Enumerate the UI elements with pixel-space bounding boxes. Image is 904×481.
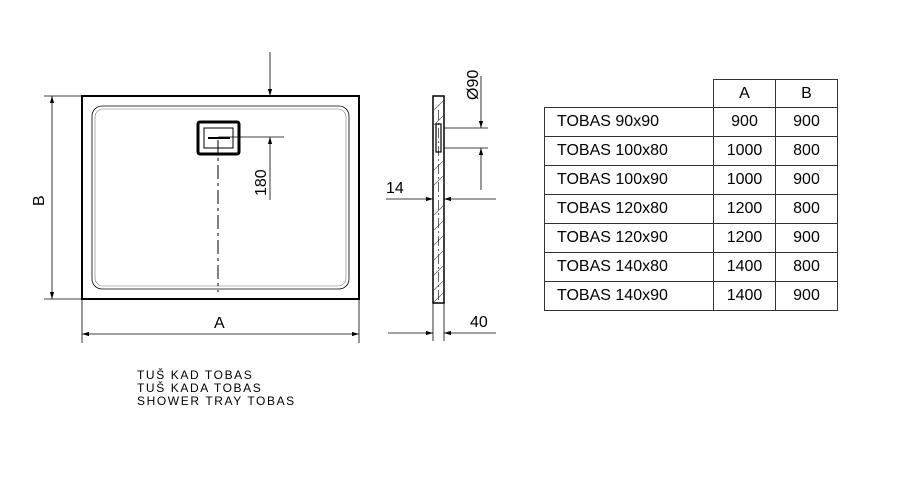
dim-label-diameter: Ø90 xyxy=(465,70,482,100)
tray-outline xyxy=(81,95,360,300)
tray-section xyxy=(432,95,445,304)
value-b-cell: 900 xyxy=(775,165,838,195)
table-row: TOBAS 140x80 1400 800 xyxy=(544,252,838,282)
model-cell: TOBAS 140x80 xyxy=(544,252,714,282)
table-corner xyxy=(545,80,714,108)
value-a-cell: 900 xyxy=(713,107,776,137)
dimensions-table: A B TOBAS 90x90 900 900 TOBAS 100x80 100… xyxy=(544,79,838,311)
value-a-cell: 1400 xyxy=(713,281,776,311)
dim-label-180: 180 xyxy=(253,169,270,196)
table-row: TOBAS 90x90 900 900 xyxy=(544,107,838,137)
dim-label-a: A xyxy=(214,315,225,332)
table-row: TOBAS 120x90 1200 900 xyxy=(544,223,838,253)
column-header-a: A xyxy=(713,79,776,108)
value-b-cell: 900 xyxy=(775,107,838,137)
model-cell: TOBAS 120x90 xyxy=(544,223,714,253)
caption: TUŠ KAD TOBAS TUŠ KADA TOBAS SHOWER TRAY… xyxy=(137,369,296,408)
table-header-row: A B xyxy=(545,79,838,108)
value-a-cell: 1400 xyxy=(713,252,776,282)
dim-label-14: 14 xyxy=(386,180,404,197)
table-row: TOBAS 120x80 1200 800 xyxy=(544,194,838,224)
plan-view: 180 B A xyxy=(31,52,360,343)
tray-inner-rim xyxy=(91,105,350,290)
value-a-cell: 1000 xyxy=(713,136,776,166)
value-b-cell: 800 xyxy=(775,194,838,224)
table-row: TOBAS 140x90 1400 900 xyxy=(544,281,838,311)
dim-label-b: B xyxy=(31,195,48,206)
model-cell: TOBAS 90x90 xyxy=(544,107,714,137)
value-a-cell: 1200 xyxy=(713,194,776,224)
value-a-cell: 1000 xyxy=(713,165,776,195)
caption-line: TUŠ KAD TOBAS xyxy=(137,368,254,382)
value-b-cell: 900 xyxy=(775,223,838,253)
value-b-cell: 800 xyxy=(775,136,838,166)
table-row: TOBAS 100x90 1000 900 xyxy=(544,165,838,195)
caption-line: TUŠ KADA TOBAS xyxy=(137,381,263,395)
model-cell: TOBAS 120x80 xyxy=(544,194,714,224)
caption-line: SHOWER TRAY TOBAS xyxy=(137,394,296,408)
side-view: Ø90 14 40 xyxy=(386,70,496,341)
model-cell: TOBAS 140x90 xyxy=(544,281,714,311)
model-cell: TOBAS 100x90 xyxy=(544,165,714,195)
dim-label-40: 40 xyxy=(470,314,488,331)
column-header-b: B xyxy=(775,79,838,108)
value-a-cell: 1200 xyxy=(713,223,776,253)
model-cell: TOBAS 100x80 xyxy=(544,136,714,166)
table-row: TOBAS 100x80 1000 800 xyxy=(544,136,838,166)
value-b-cell: 900 xyxy=(775,281,838,311)
tray-basin xyxy=(94,108,347,287)
value-b-cell: 800 xyxy=(775,252,838,282)
